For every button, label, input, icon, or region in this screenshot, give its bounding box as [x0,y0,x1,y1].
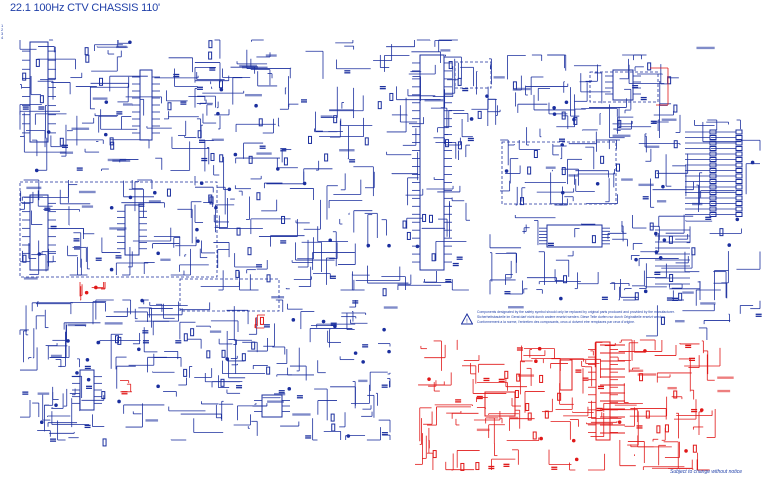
warning-triangle-icon: ! [461,313,473,325]
side-marks: 1 2 3 4 [1,23,4,40]
warning-line-2: Sicherheitsbauteile im Gerat darf nicht … [477,315,666,319]
page-title: 22.1 100Hz CTV CHASSIS 110' [10,2,160,14]
safety-warning: ! Components designated by the safety sy… [461,310,701,332]
footer-note: Subject to change without notice [670,469,742,475]
warning-line-3: Conformement a la norme, l'entretien des… [477,320,635,324]
warning-line-1: Components designated by the safety symb… [477,310,675,314]
svg-text:!: ! [466,319,468,325]
